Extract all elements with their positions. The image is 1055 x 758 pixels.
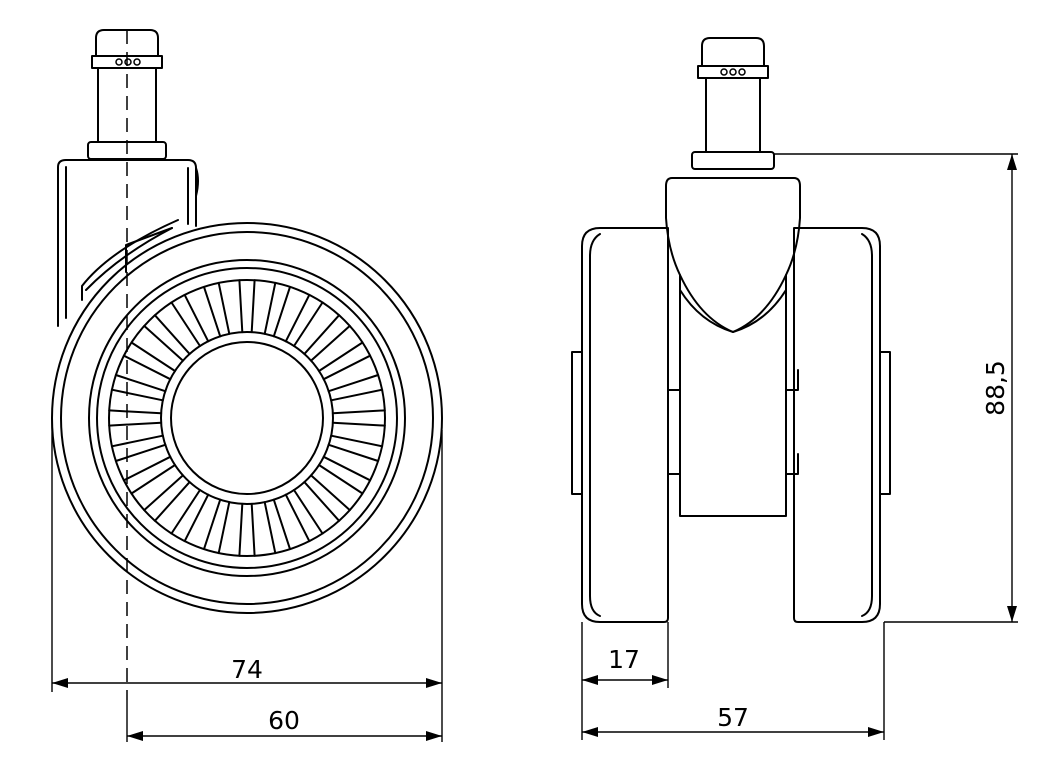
side-view: 74 60: [51, 29, 443, 742]
spoke-edge: [122, 354, 172, 381]
spoke-edge: [330, 434, 384, 448]
dim-74-label: 74: [231, 655, 263, 684]
spoke-edge: [284, 493, 311, 543]
dim-88-5-label: 88,5: [981, 360, 1010, 416]
spoke-edge: [143, 474, 184, 512]
dim-88-5: 88,5: [774, 153, 1018, 623]
side-stem: [87, 29, 167, 160]
dim-57-label: 57: [717, 703, 749, 732]
spoke-edge: [250, 279, 256, 334]
dim-60-label: 60: [268, 706, 300, 735]
dim-60: 60: [126, 700, 442, 742]
spoke-edge: [238, 279, 244, 334]
spoke-edge: [108, 421, 163, 427]
front-wheel-left: [571, 227, 669, 623]
dim-74: 74: [51, 418, 443, 742]
spoke-edge: [153, 314, 191, 355]
spoke-edge: [263, 501, 277, 555]
spoke-edge: [110, 434, 164, 448]
spoke-edge: [303, 314, 341, 355]
spoke-edge: [272, 498, 291, 551]
spoke-edge: [114, 374, 167, 393]
front-view: 17 57 88,5: [571, 37, 1018, 740]
spoke-edge: [217, 281, 231, 335]
spoke-edge: [153, 481, 191, 522]
front-wheel-right: [793, 227, 891, 623]
spoke-edge: [330, 388, 384, 402]
spoke-edge: [310, 324, 351, 362]
spoke-edge: [331, 421, 386, 427]
spoke-edge: [331, 409, 386, 415]
spoke-edge: [143, 324, 184, 362]
spoke-edge: [293, 301, 324, 347]
wheel-spokes: [108, 279, 386, 557]
spoke-edge: [203, 498, 222, 551]
spoke-edge: [263, 281, 277, 335]
spoke-edge: [318, 464, 364, 495]
spoke-edge: [293, 489, 324, 535]
spoke-edge: [272, 285, 291, 338]
front-stem: [691, 37, 775, 170]
spoke-edge: [108, 409, 163, 415]
spoke-edge: [250, 502, 256, 557]
spoke-edge: [170, 301, 201, 347]
spoke-edge: [217, 501, 231, 555]
spoke-edge: [303, 481, 341, 522]
spoke-edge: [170, 489, 201, 535]
spoke-edge: [327, 374, 380, 393]
dim-17-label: 17: [608, 645, 640, 674]
spoke-edge: [238, 502, 244, 557]
dim-57: 57: [582, 622, 885, 740]
spoke-edge: [122, 455, 172, 482]
spoke-edge: [130, 341, 176, 372]
spoke-edge: [284, 293, 311, 343]
side-wheel: [51, 222, 443, 614]
spoke-edge: [130, 464, 176, 495]
spoke-edge: [203, 285, 222, 338]
spoke-edge: [322, 455, 372, 482]
spoke-edge: [183, 493, 210, 543]
spoke-edge: [327, 443, 380, 462]
spoke-edge: [114, 443, 167, 462]
dim-17: 17: [581, 622, 669, 740]
front-fork: [665, 177, 801, 517]
spoke-edge: [110, 388, 164, 402]
spoke-edge: [318, 341, 364, 372]
spoke-edge: [322, 354, 372, 381]
spoke-edge: [310, 474, 351, 512]
side-housing: [57, 159, 199, 327]
spoke-edge: [183, 293, 210, 343]
